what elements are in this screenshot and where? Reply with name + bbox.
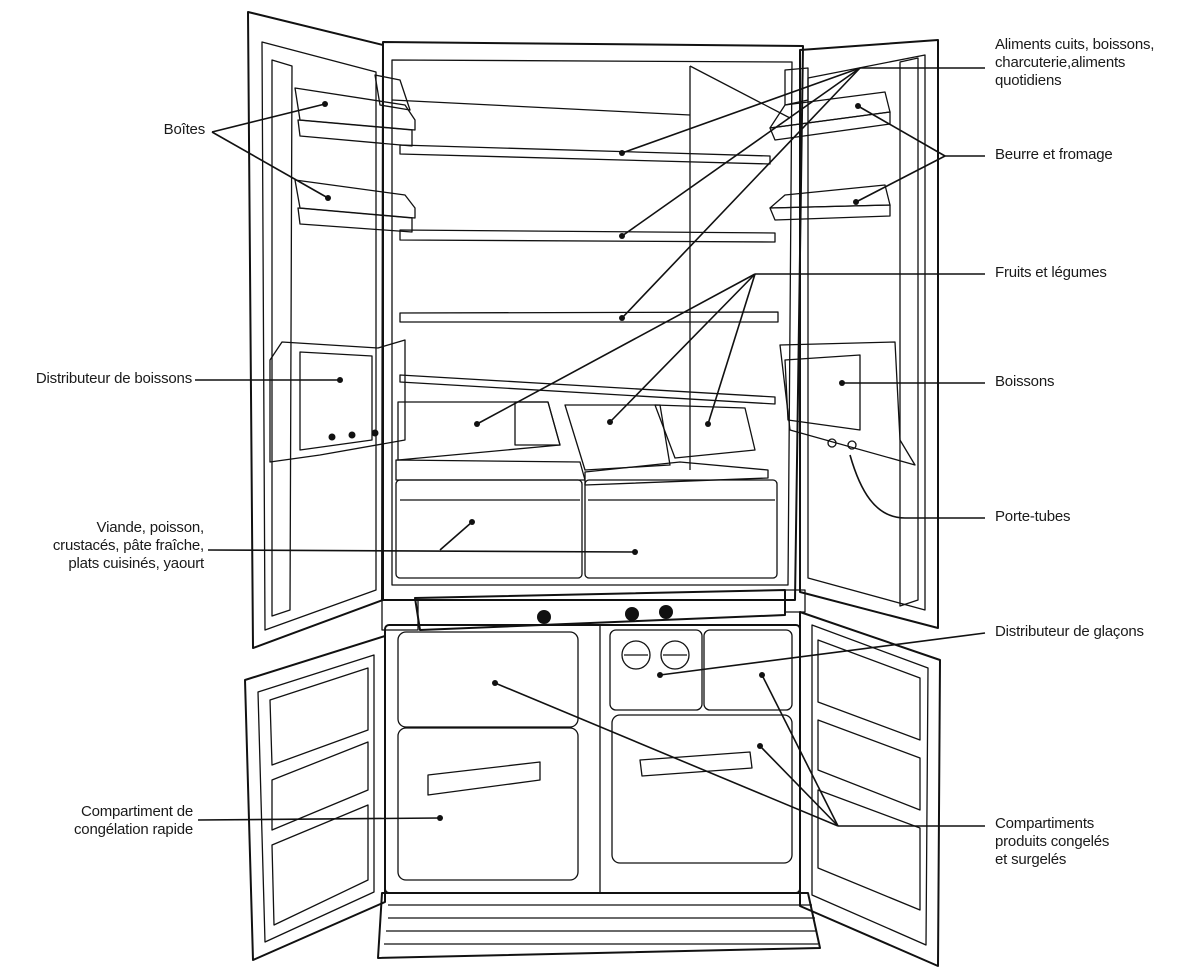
label-distributeur-boissons: Distributeur de boissons: [35, 370, 192, 387]
label-compartiment-rapide: Compartiment de congélation rapide: [74, 803, 193, 838]
label-viande: Viande, poisson, crustacés, pâte fraîche…: [52, 519, 204, 572]
label-fruits-legumes: Fruits et légumes: [995, 264, 1107, 281]
left-freezer-door: [244, 635, 386, 961]
label-boites: Boîtes: [163, 121, 206, 138]
shelves: [399, 144, 779, 405]
right-fridge-door: [769, 39, 939, 629]
label-distributeur-glacons: Distributeur de glaçons: [995, 623, 1144, 640]
right-freezer-door: [799, 611, 941, 967]
control-panel: [381, 589, 806, 631]
label-porte-tubes: Porte-tubes: [995, 508, 1071, 525]
meat-drawers: [395, 479, 778, 579]
label-compartiments-congeles: Compartiments produits congelés et surge…: [995, 815, 1110, 868]
label-aliments-cuits: Aliments cuits, boissons, charcuterie,al…: [995, 36, 1155, 89]
vegetable-bins: [395, 401, 769, 486]
label-boissons: Boissons: [995, 373, 1055, 390]
leader-lines: [195, 67, 986, 827]
label-beurre-fromage: Beurre et fromage: [995, 146, 1113, 163]
left-fridge-door: [247, 11, 416, 649]
